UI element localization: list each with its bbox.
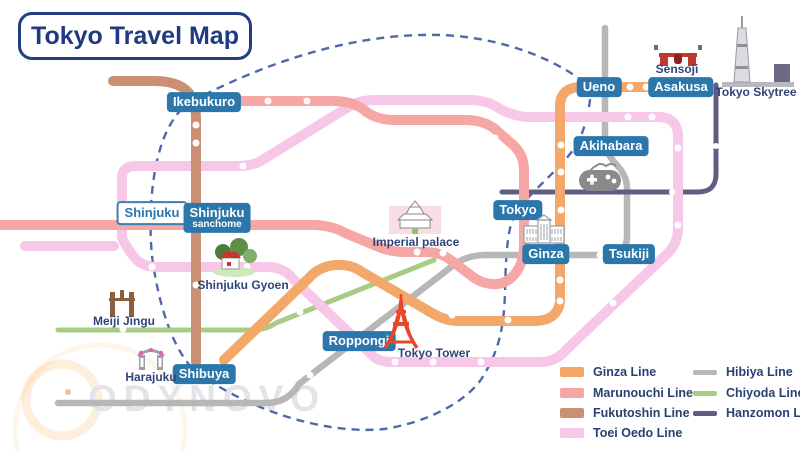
imperial-palace-label: Imperial palace — [372, 235, 460, 249]
legend-item-toei-oedo: Toei Oedo Line — [560, 426, 682, 440]
legend-item-chiyoda: Chiyoda Line — [693, 386, 800, 400]
station-label-ueno: Ueno — [576, 77, 622, 97]
marunouchi-line-path — [0, 96, 529, 290]
legend-label-toei-oedo: Toei Oedo Line — [593, 426, 683, 440]
meiji-jingu-torii-icon — [109, 290, 135, 317]
shinjuku-sanchome-line2: sanchome — [192, 218, 242, 230]
legend-label-hanzomon: Hanzomon Line — [726, 406, 800, 420]
shinjuku-gyoen-icon — [213, 238, 257, 277]
ginza-line-path — [219, 82, 705, 365]
legend-label-marunouchi: Marunouchi Line — [593, 386, 693, 400]
legend-swatch-hanzomon — [693, 410, 717, 416]
tokyo-tower-icon — [383, 294, 419, 349]
station-label-ikebukuro: Ikebukuro — [166, 92, 242, 112]
shinjuku-gyoen-label: Shinjuku Gyoen — [197, 278, 289, 292]
station-label-shinjuku: Shinjuku — [116, 201, 188, 225]
tokyo-tower-label: Tokyo Tower — [397, 346, 471, 360]
legend-item-hanzomon: Hanzomon Line — [693, 406, 800, 420]
legend-swatch-fukutoshin — [560, 408, 584, 418]
legend-swatch-hibiya — [693, 369, 717, 375]
station-label-tokyo: Tokyo — [493, 200, 543, 220]
imperial-palace-icon — [389, 200, 441, 234]
map-title: Tokyo Travel Map — [31, 21, 239, 50]
legend-swatch-ginza — [560, 367, 584, 377]
legend-label-chiyoda: Chiyoda Line — [726, 386, 800, 400]
station-label-roppongi: Roppongi — [322, 331, 396, 351]
game-controller-icon — [579, 163, 621, 191]
legend-swatch-toei-oedo — [560, 428, 584, 438]
sensoji-label: Sensoji — [655, 62, 699, 76]
legend-item-fukutoshin: Fukutoshin Line — [560, 406, 690, 420]
legend-label-hibiya: Hibiya Line — [726, 365, 793, 379]
shinjuku-sanchome-line1: Shinjuku — [189, 204, 245, 220]
map-title-box: Tokyo Travel Map — [18, 12, 252, 60]
legend-label-fukutoshin: Fukutoshin Line — [593, 406, 690, 420]
legend-item-ginza: Ginza Line — [560, 365, 656, 379]
legend-label-ginza: Ginza Line — [593, 365, 657, 379]
station-label-shibuya: Shibuya — [172, 364, 236, 384]
yamanote-loop-dashed-line — [149, 33, 593, 432]
station-label-ginza: Ginza — [522, 244, 570, 264]
tokyo-skytree-label: Tokyo Skytree — [715, 85, 797, 99]
station-label-akihabara: Akihabara — [573, 136, 649, 156]
harajuku-label: Harajuku — [125, 370, 177, 384]
hanzomon-line-path — [499, 82, 719, 195]
legend-item-hibiya: Hibiya Line — [693, 365, 793, 379]
legend-swatch-chiyoda — [693, 390, 717, 396]
station-label-asakusa: Asakusa — [648, 77, 714, 97]
legend-item-marunouchi: Marunouchi Line — [560, 386, 693, 400]
station-label-tsukiji: Tsukiji — [602, 244, 656, 264]
sensoji-temple-icon — [654, 45, 702, 66]
tokyo-station-building-icon — [523, 214, 565, 244]
meiji-jingu-label: Meiji Jingu — [92, 314, 156, 328]
legend-swatch-marunouchi — [560, 388, 584, 398]
toei-oedo-line-loop-path — [117, 95, 683, 367]
tokyo-skytree-icon — [722, 16, 794, 87]
harajuku-gate-icon — [137, 348, 165, 370]
